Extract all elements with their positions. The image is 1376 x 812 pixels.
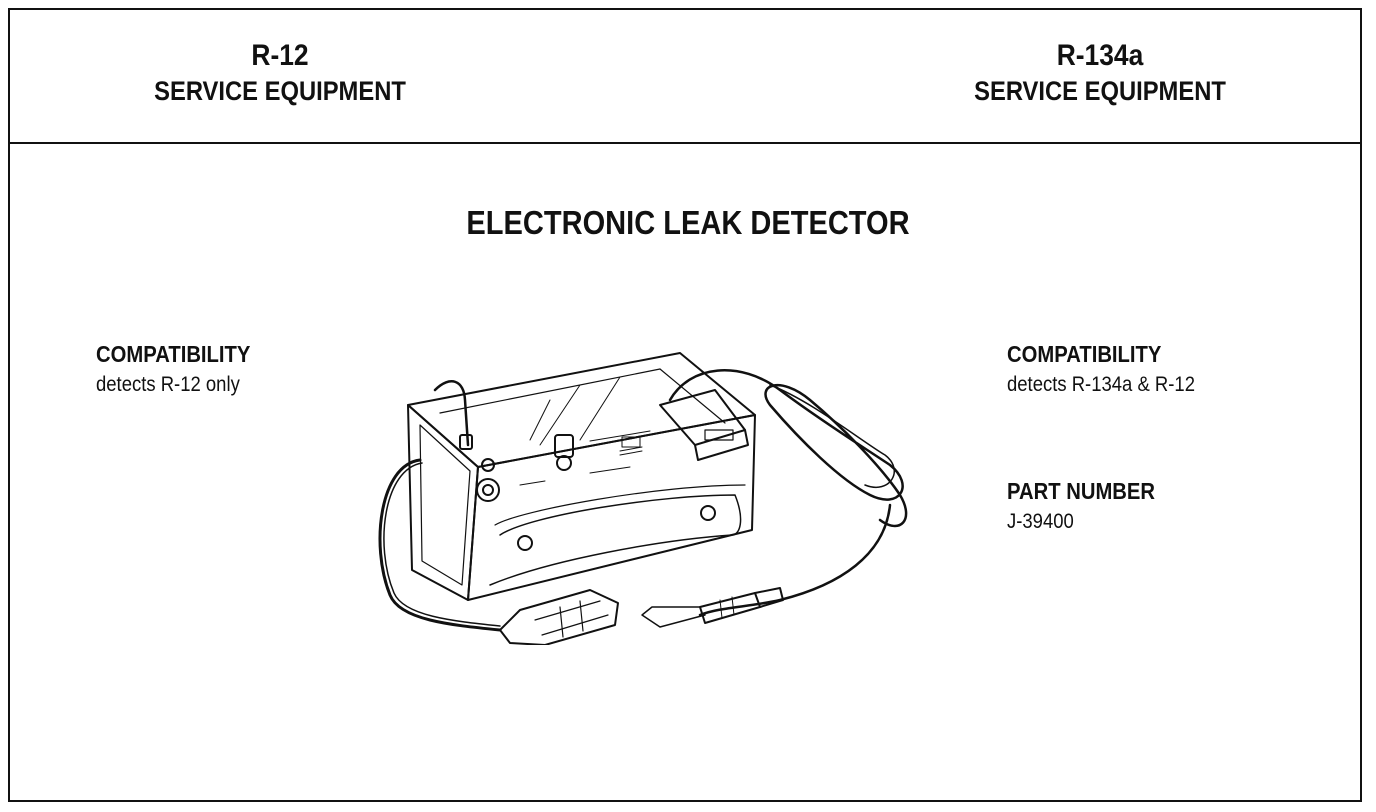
header-right-subtitle: SERVICE EQUIPMENT [974,76,1226,106]
page-frame [8,8,1362,802]
header-left-subtitle: SERVICE EQUIPMENT [154,76,406,106]
electronic-leak-detector-drawing-icon [378,352,908,645]
header-right: R-134a SERVICE EQUIPMENT [959,38,1241,108]
right-part-number: PART NUMBER J-39400 [1007,477,1175,535]
header-left-refrigerant: R-12 [251,39,309,72]
page-title: ELECTRONIC LEAK DETECTOR [466,204,910,241]
header-left: R-12 SERVICE EQUIPMENT [139,38,421,108]
right-compatibility-label: COMPATIBILITY [1007,341,1162,367]
left-compatibility-label: COMPATIBILITY [96,341,251,367]
left-compatibility: COMPATIBILITY detects R-12 only [96,340,271,398]
right-compatibility: COMPATIBILITY detects R-134a & R-12 [1007,340,1221,398]
left-compatibility-value: detects R-12 only [96,373,240,396]
part-number-label: PART NUMBER [1007,478,1156,504]
header-right-refrigerant: R-134a [1056,39,1144,72]
part-number-value: J-39400 [1007,510,1074,533]
right-compatibility-value: detects R-134a & R-12 [1007,373,1195,396]
header-divider [8,142,1362,144]
